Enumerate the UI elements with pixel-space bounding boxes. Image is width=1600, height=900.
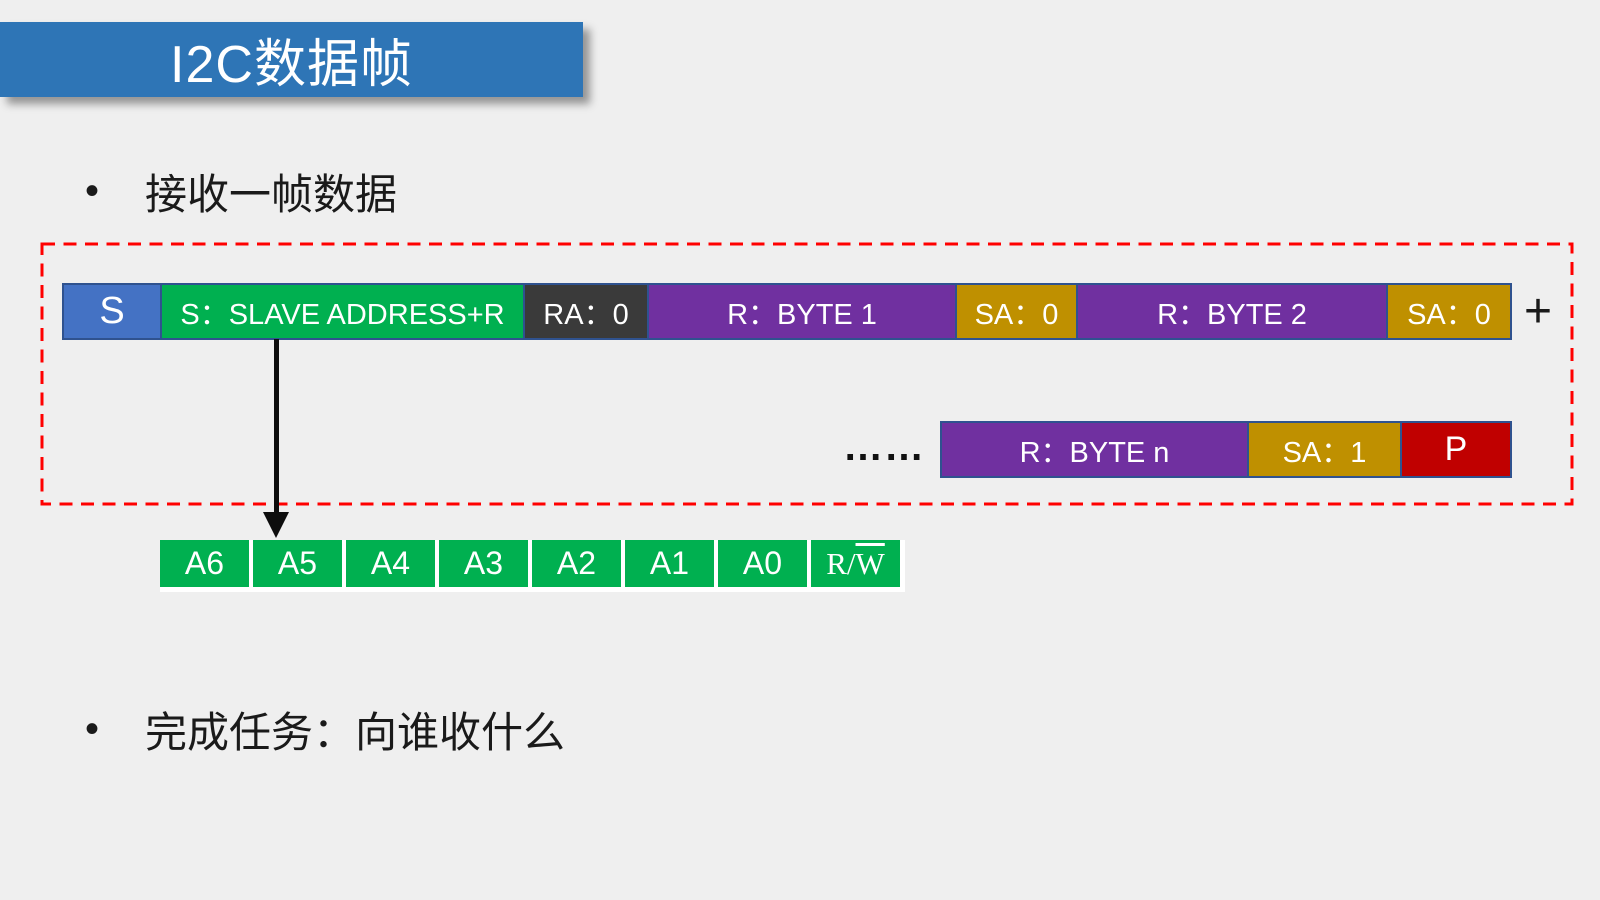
- rw-prefix: R/: [826, 545, 856, 581]
- bit-cell-a3: A3: [439, 540, 528, 587]
- block-read-byte2: R：BYTE 2: [1076, 283, 1388, 340]
- address-bit-row: A6 A5 A4 A3 A2 A1 A0 R/W: [160, 540, 905, 592]
- block-read-byten: R：BYTE n: [940, 421, 1249, 478]
- plus-sign: +: [1523, 285, 1553, 338]
- ellipsis-dots: ……: [843, 425, 925, 469]
- arrow-shaft: [274, 339, 279, 513]
- title-banner: I2C数据帧: [0, 22, 583, 97]
- bullet-receive-frame: • 接收一帧数据: [85, 160, 397, 222]
- block-sa-ack-byte2: SA：0: [1386, 283, 1512, 340]
- block-slave-address: S：SLAVE ADDRESS+R: [160, 283, 525, 340]
- frame-dashed-outline: [40, 242, 1574, 506]
- block-read-byte1: R：BYTE 1: [647, 283, 957, 340]
- bullet-receive-text: 接收一帧数据: [145, 170, 398, 218]
- bullet-marker: •: [85, 169, 100, 213]
- bit-cell-rw: R/W: [811, 540, 900, 587]
- bit-cell-a4: A4: [346, 540, 435, 587]
- bullet-marker: •: [85, 707, 100, 751]
- bit-cell-a5: A5: [253, 540, 342, 587]
- bit-cell-a2: A2: [532, 540, 621, 587]
- block-sa-ack-byte1: SA：0: [955, 283, 1078, 340]
- page-title: I2C数据帧: [170, 36, 413, 94]
- arrow-head-down-icon: [263, 512, 289, 538]
- bit-cell-a1: A1: [625, 540, 714, 587]
- block-ra-ack: RA：0: [523, 283, 649, 340]
- bullet-task-text: 完成任务：向谁收什么: [145, 708, 566, 756]
- block-sa-ack-byten: SA：1: [1247, 421, 1402, 478]
- bit-cell-a6: A6: [160, 540, 249, 587]
- block-stop-condition: P: [1400, 421, 1512, 478]
- bit-cell-a0: A0: [718, 540, 807, 587]
- bullet-task: • 完成任务：向谁收什么: [85, 698, 565, 760]
- block-start-condition: S: [62, 283, 162, 340]
- rw-write-overlined: W: [855, 545, 885, 581]
